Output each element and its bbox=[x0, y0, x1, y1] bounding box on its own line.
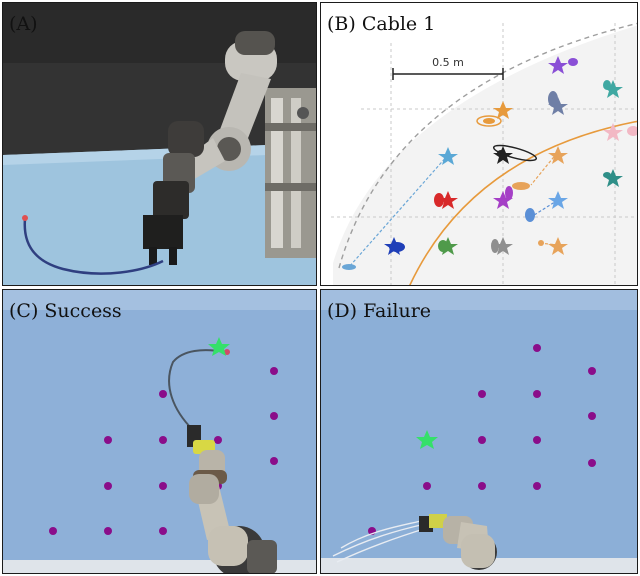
metal-frame bbox=[265, 88, 316, 258]
dot-icon bbox=[159, 482, 167, 490]
star-icon bbox=[603, 169, 623, 187]
cable bbox=[168, 349, 226, 431]
panel-a-robot-photo: (A) bbox=[2, 2, 317, 286]
workspace-shade bbox=[333, 25, 637, 285]
star-icon bbox=[548, 97, 568, 115]
dot-icon bbox=[214, 436, 222, 444]
dot-icon bbox=[478, 482, 486, 490]
panel-b-label: (B) Cable 1 bbox=[327, 13, 436, 35]
goal-star-icon bbox=[416, 430, 438, 449]
panel-c-label: (C) Success bbox=[9, 300, 122, 322]
dot-icon bbox=[533, 344, 541, 352]
panel-b-workspace-plot: 0.5 m bbox=[320, 2, 638, 286]
dot-icon bbox=[478, 436, 486, 444]
robot-arm bbox=[143, 31, 277, 265]
star-icon bbox=[548, 191, 568, 209]
star-icon bbox=[548, 146, 568, 164]
panel-d-label: (D) Failure bbox=[327, 300, 432, 322]
robot-arm bbox=[187, 425, 277, 573]
star-icon bbox=[493, 191, 513, 209]
dot-icon bbox=[270, 457, 278, 465]
robot-arm bbox=[419, 514, 497, 570]
dot-icon bbox=[104, 436, 112, 444]
dot-icon bbox=[270, 412, 278, 420]
dot-icon bbox=[478, 390, 486, 398]
star-icon bbox=[438, 147, 458, 165]
star-icon bbox=[493, 237, 513, 255]
dot-icon bbox=[49, 527, 57, 535]
dot-icon bbox=[104, 482, 112, 490]
dot-icon bbox=[533, 390, 541, 398]
dot-icon bbox=[588, 459, 596, 467]
star-icon bbox=[603, 80, 623, 98]
endpoint-clusters bbox=[342, 58, 637, 270]
cable bbox=[23, 218, 164, 275]
dot-icon bbox=[159, 436, 167, 444]
dot-icon bbox=[159, 527, 167, 535]
workspace-plot: 0.5 m bbox=[331, 22, 637, 285]
cable-end bbox=[22, 215, 28, 221]
star-icon bbox=[603, 123, 623, 141]
goal-star-icon bbox=[208, 337, 230, 356]
target-dot-grid bbox=[368, 344, 596, 535]
robot-photo-illustration bbox=[3, 3, 316, 285]
scale-bar-label: 0.5 m bbox=[432, 56, 464, 69]
star-icon bbox=[493, 101, 513, 119]
star-icon bbox=[548, 56, 568, 74]
success-illustration bbox=[3, 290, 316, 573]
dot-icon bbox=[588, 412, 596, 420]
dot-icon bbox=[588, 367, 596, 375]
cable-end bbox=[224, 349, 230, 355]
dot-icon bbox=[533, 482, 541, 490]
dot-icon bbox=[270, 367, 278, 375]
inner-range-arc bbox=[409, 120, 637, 285]
panel-a-label: (A) bbox=[9, 13, 38, 35]
failure-illustration bbox=[321, 290, 637, 573]
dot-icon bbox=[423, 482, 431, 490]
panel-c-success-photo: (C) Success bbox=[2, 289, 317, 574]
dot-icon bbox=[533, 436, 541, 444]
dot-icon bbox=[104, 527, 112, 535]
star-icon bbox=[548, 237, 568, 255]
dot-icon bbox=[159, 390, 167, 398]
star-icon bbox=[438, 191, 458, 209]
panel-d-failure-photo: (D) Failure bbox=[320, 289, 638, 574]
scale-bar bbox=[392, 68, 504, 80]
